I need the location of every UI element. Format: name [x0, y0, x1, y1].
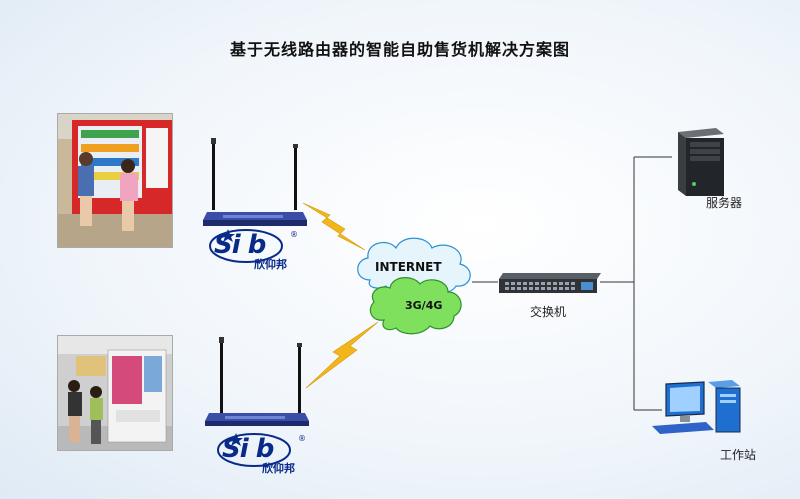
- mobile-cloud-icon: [369, 277, 462, 335]
- workstation-icon: [652, 380, 741, 434]
- logo-brand-text: Si b: [222, 434, 274, 464]
- logo-brand-text: Si b: [214, 230, 266, 260]
- workstation-label: 工作站: [720, 448, 757, 462]
- switch-label: 交换机: [530, 305, 567, 319]
- brand-logo-bottom: Si b ® 欣仰邦: [214, 430, 314, 475]
- vending-machine-photo-top: [57, 113, 173, 248]
- router-icon-top: [203, 138, 307, 226]
- logo-registered-mark: ®: [290, 230, 298, 239]
- server-icon: [678, 128, 724, 196]
- cloud-group: [357, 237, 471, 335]
- wireless-link-bottom: [305, 321, 379, 389]
- router-icon-bottom: [205, 337, 309, 426]
- vending-machine-photo-bottom: [57, 335, 173, 451]
- logo-swoosh-icon: [209, 229, 283, 263]
- brand-logo-top: Si b ® 欣仰邦: [206, 226, 306, 271]
- logo-chinese-text: 欣仰邦: [254, 258, 287, 271]
- mobile-network-label: 3G/4G: [405, 299, 443, 312]
- network-switch-icon: [499, 273, 601, 293]
- server-label: 服务器: [706, 196, 743, 210]
- logo-swoosh-icon: [217, 433, 291, 467]
- wireless-link-top: [302, 202, 366, 251]
- logo-chinese-text: 欣仰邦: [262, 462, 295, 475]
- logo-registered-mark: ®: [298, 434, 306, 443]
- internet-label: INTERNET: [375, 260, 442, 274]
- diagram-title: 基于无线路由器的智能自助售货机解决方案图: [229, 40, 570, 59]
